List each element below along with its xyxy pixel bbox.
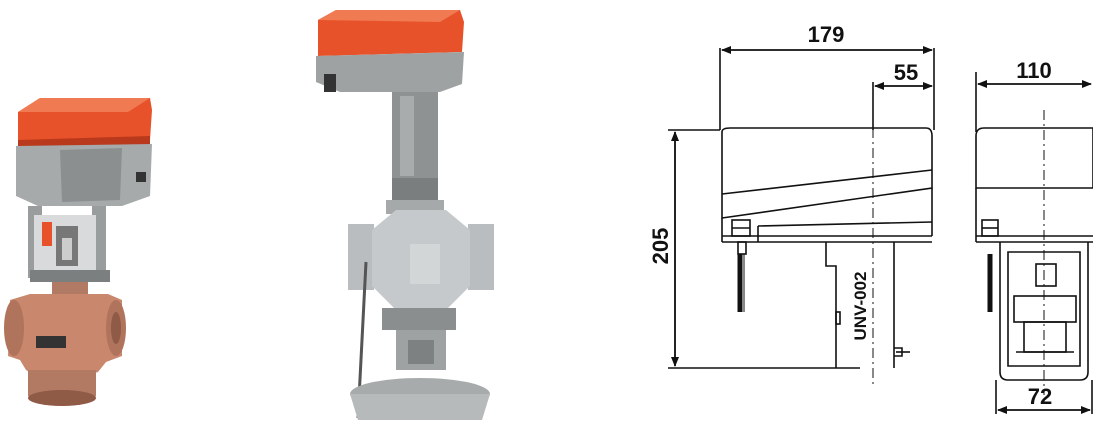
actuator-column	[392, 92, 438, 180]
dim-label-55: 55	[894, 60, 918, 85]
actuator-housing	[316, 52, 464, 92]
dim-label-72: 72	[1028, 384, 1052, 409]
bronze-valve-illustration	[4, 98, 152, 406]
valve-photo-flanged	[300, 0, 510, 429]
dim-label-110: 110	[1016, 58, 1052, 83]
flange-left	[348, 224, 374, 290]
valve-photo-bronze	[0, 0, 190, 429]
drawing-canvas: 179 55 110 205 72 UNV-002	[648, 22, 1093, 414]
flange-right	[468, 224, 494, 290]
dimension-drawing: 179 55 110 205 72 UNV-002	[640, 0, 1093, 429]
dim-label-179: 179	[808, 22, 845, 47]
dim-label-205: 205	[648, 228, 673, 265]
nameplate	[36, 336, 66, 348]
model-label: UNV-002	[851, 272, 870, 341]
flanged-valve-illustration	[316, 10, 494, 420]
